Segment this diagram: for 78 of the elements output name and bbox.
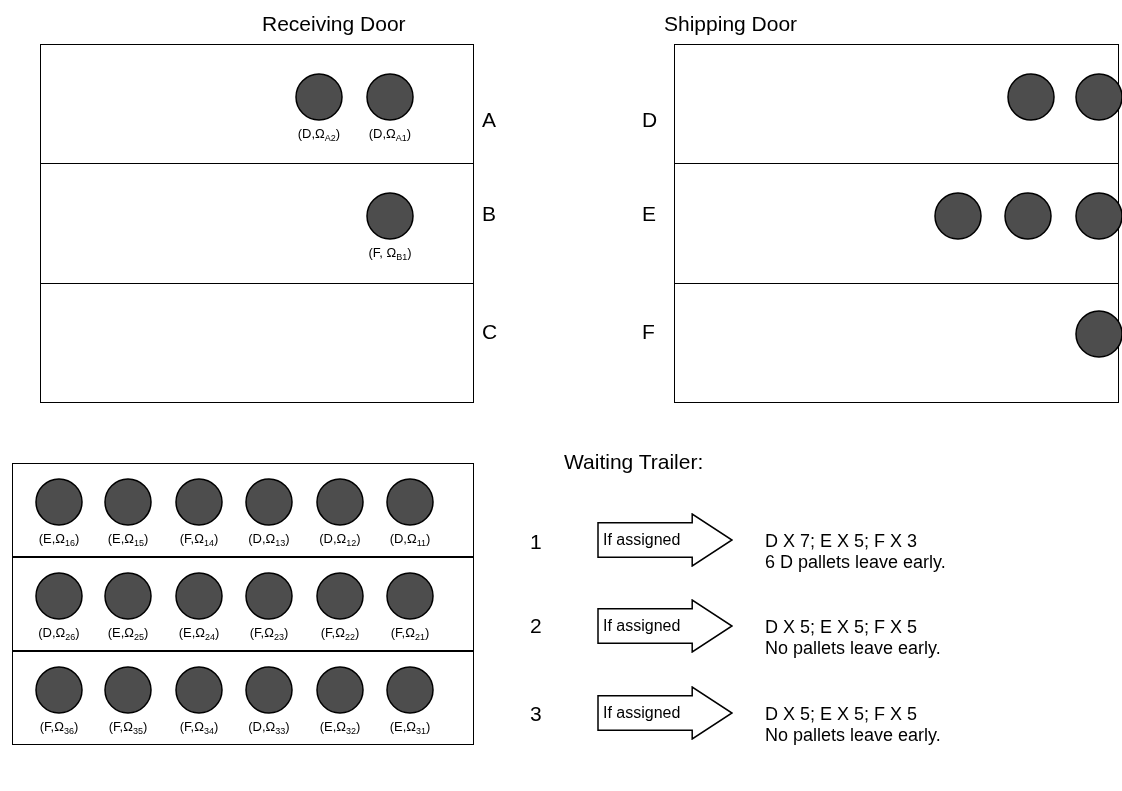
trailer-lane-box	[40, 44, 474, 164]
row-letter: D	[642, 108, 658, 132]
trailer-lane-box	[674, 163, 1119, 284]
pallet-label: (F,Ω$_{35}$)	[108, 718, 148, 736]
pallet-label: (F,Ω$_{34}$)	[179, 718, 219, 736]
arrow-text: If assigned	[603, 530, 681, 550]
pointer-shape	[597, 686, 733, 740]
pallet-circle	[316, 572, 364, 620]
pallet-count-text: D X 5; E X 5; F X 5	[765, 617, 918, 638]
pallet-label: (D,Ω$_{33}$)	[248, 718, 290, 736]
pointer-shape	[597, 599, 733, 653]
row-letter: B	[482, 202, 496, 226]
pallet-circle	[35, 666, 83, 714]
pallet-circle	[104, 666, 152, 714]
row-letter: 1	[530, 530, 542, 554]
pallet-circle	[1007, 73, 1055, 121]
pallet-circle	[295, 73, 343, 121]
arrow-text: If assigned	[603, 616, 681, 636]
door-title: Shipping Door	[664, 12, 798, 36]
note-text: 6 D pallets leave early.	[765, 552, 946, 573]
pallet-circle	[175, 666, 223, 714]
row-letter: 2	[530, 614, 542, 638]
pallet-circle	[245, 572, 293, 620]
row-letter: C	[482, 320, 498, 344]
pallet-circle	[934, 192, 982, 240]
note-text: No pallets leave early.	[765, 638, 941, 659]
row-letter: F	[642, 320, 655, 344]
pallet-count-text: D X 5; E X 5; F X 5	[765, 704, 918, 725]
trailer-lane-box	[40, 163, 474, 284]
pallet-label: (D,Ω$_{26}$)	[38, 624, 80, 642]
note-text: No pallets leave early.	[765, 725, 941, 746]
pallet-circle	[386, 478, 434, 526]
pallet-circle	[316, 666, 364, 714]
pallet-circle	[366, 192, 414, 240]
pallet-circle	[316, 478, 364, 526]
pallet-circle	[35, 478, 83, 526]
row-letter: 3	[530, 702, 542, 726]
row-letter: A	[482, 108, 496, 132]
trailer-lane-box	[40, 283, 474, 403]
pallet-label: (E,Ω$_{25}$)	[107, 624, 149, 642]
pallet-label: (D,Ω$_{13}$)	[248, 530, 290, 548]
pallet-label: (D,Ω$_{12}$)	[319, 530, 361, 548]
pallet-circle	[386, 666, 434, 714]
row-letter: E	[642, 202, 656, 226]
trailer-lane-box	[12, 651, 474, 745]
pallet-circle	[175, 572, 223, 620]
section-title: Waiting Trailer:	[564, 450, 704, 474]
pallet-label: (F, Ω$_{B1}$)	[368, 244, 412, 262]
pallet-circle	[104, 478, 152, 526]
pallet-count-text: D X 7; E X 5; F X 3	[765, 531, 918, 552]
pallet-label: (E,Ω$_{16}$)	[38, 530, 80, 548]
door-title: Receiving Door	[262, 12, 406, 36]
pallet-label: (E,Ω$_{24}$)	[178, 624, 220, 642]
pallet-circle	[175, 478, 223, 526]
pallet-label: (F,Ω$_{23}$)	[249, 624, 289, 642]
pallet-label: (F,Ω$_{36}$)	[39, 718, 79, 736]
arrow-text: If assigned	[603, 703, 681, 723]
trailer-lane-box	[674, 283, 1119, 403]
pallet-label: (E,Ω$_{31}$)	[389, 718, 431, 736]
pallet-circle	[245, 666, 293, 714]
pallet-label: (D,Ω$_{A1}$)	[368, 125, 412, 143]
trailer-lane-box	[674, 44, 1119, 164]
pointer-shape	[597, 513, 733, 567]
pallet-circle	[35, 572, 83, 620]
pallet-label: (F,Ω$_{22}$)	[320, 624, 360, 642]
pallet-circle	[366, 73, 414, 121]
pallet-label: (E,Ω$_{15}$)	[107, 530, 149, 548]
pallet-circle	[1004, 192, 1052, 240]
pallet-label: (D,Ω$_{A2}$)	[297, 125, 341, 143]
trailer-lane-box	[12, 557, 474, 651]
pallet-label: (F,Ω$_{14}$)	[179, 530, 219, 548]
pallet-label: (D,Ω$_{11}$)	[389, 530, 431, 548]
trailer-lane-box	[12, 463, 474, 557]
pallet-circle	[386, 572, 434, 620]
pallet-circle	[104, 572, 152, 620]
pallet-label: (F,Ω$_{21}$)	[390, 624, 430, 642]
pallet-label: (E,Ω$_{32}$)	[319, 718, 361, 736]
pallet-circle	[245, 478, 293, 526]
